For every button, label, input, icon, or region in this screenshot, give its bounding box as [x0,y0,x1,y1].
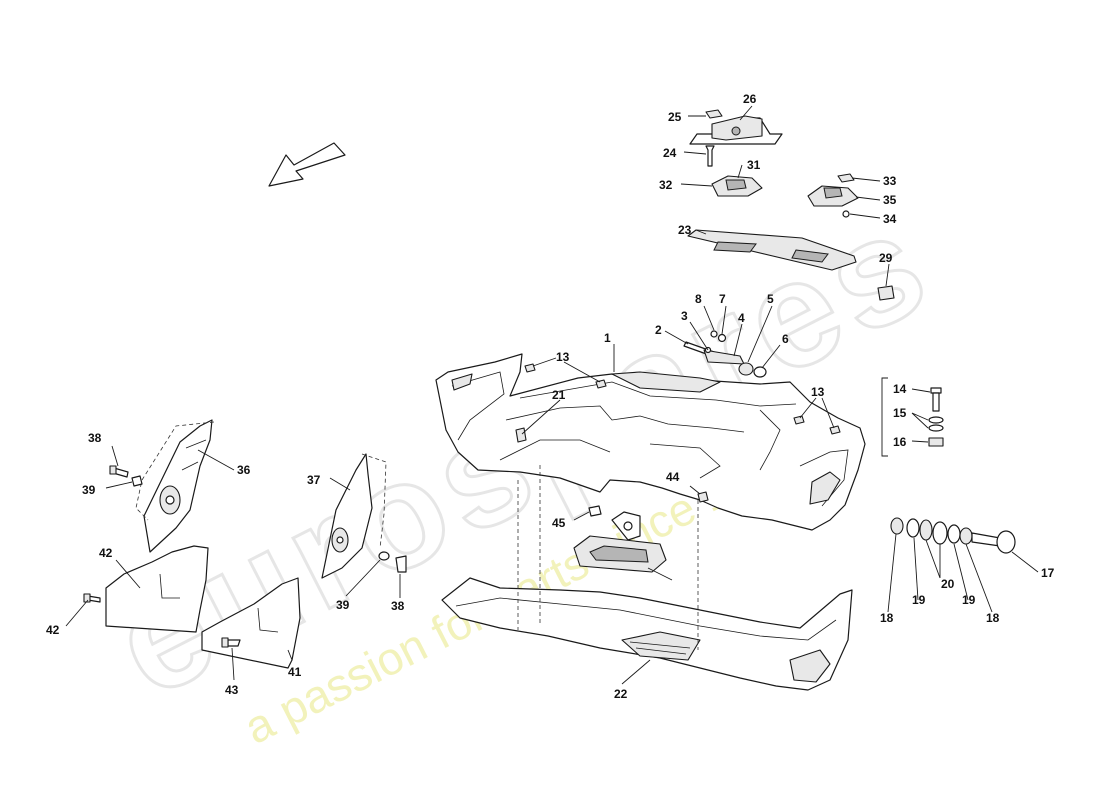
part-39-washer-right[interactable] [378,551,390,561]
callout-42-left: 42 [46,623,60,637]
part-32-mount[interactable] [711,175,763,197]
part-16-nut[interactable] [928,437,944,447]
part-22-diffuser[interactable] [441,577,853,691]
part-13-clip-right-b[interactable] [829,425,841,435]
callout-34: 34 [883,212,897,226]
part-18-bushing-left[interactable] [890,517,904,535]
callout-18-left: 18 [880,611,894,625]
callout-23: 23 [678,223,692,237]
part-21-bracket[interactable] [515,427,527,443]
callout-2: 2 [655,323,662,337]
callout-19-left: 19 [912,593,926,607]
callout-19-right: 19 [962,593,976,607]
callout-41: 42 [99,546,113,560]
part-25-clip[interactable] [705,109,723,119]
part-38-screw-left[interactable] [109,465,129,478]
callout-21: 21 [552,388,566,402]
part-39-washer-left[interactable] [131,475,143,487]
part-1-rear-frame[interactable] [435,353,866,531]
callout-1: 1 [604,331,611,345]
callout-3: 3 [681,309,688,323]
part-13-clip-right-a[interactable] [793,415,805,425]
callout-31: 31 [747,158,761,172]
part-33-clip[interactable] [837,173,855,183]
part-8-screw[interactable] [710,330,718,338]
callout-22: 22 [614,687,628,701]
part-5-grommet[interactable] [738,362,754,376]
callout-13-left: 13 [556,350,570,364]
callout-5: 5 [767,292,774,306]
part-34-screw[interactable] [842,210,850,218]
callout-25: 25 [668,110,682,124]
callout-24: 24 [663,146,677,160]
callout-43: 44 [666,470,680,484]
part-14-bolt[interactable] [930,387,942,412]
part-42-screw-left[interactable] [83,593,101,603]
part-20-spacer-a[interactable] [919,519,933,541]
callout-33: 33 [883,174,897,188]
callout-39-right: 39 [336,598,350,612]
part-29-nut[interactable] [877,285,895,301]
alignment-line-36 [135,421,215,521]
callout-29: 29 [879,251,893,265]
bracket-line-14-16 [881,377,888,457]
part-13-clip-left-b[interactable] [595,379,607,389]
part-6-grommet[interactable] [753,366,767,378]
callout-16: 16 [893,435,907,449]
callout-36: 36 [237,463,251,477]
direction-arrow-icon [268,142,346,187]
callout-18-right: 18 [986,611,1000,625]
callout-labels: 25 26 24 31 32 33 35 34 23 29 8 7 5 3 4 … [46,92,1055,701]
part-35-mount[interactable] [807,185,859,207]
callout-35: 35 [883,193,897,207]
leader-lines [65,105,1039,685]
part-18-bushing-right[interactable] [959,527,973,545]
part-36-side-bracket[interactable] [143,419,213,553]
part-20-spacer-b[interactable] [932,521,948,545]
callout-45: 45 [552,516,566,530]
callout-17: 17 [1041,566,1055,580]
callout-4: 4 [738,311,745,325]
part-42-screw-right[interactable] [221,637,241,648]
callout-14: 14 [893,382,907,396]
part-38-screw-right[interactable] [395,555,407,573]
part-19-washer-left[interactable] [906,518,920,538]
part-43-clip[interactable] [697,491,709,503]
callout-6: 6 [782,332,789,346]
part-45-screw[interactable] [588,505,602,517]
callout-40: 41 [288,665,302,679]
part-19-washer-right[interactable] [947,524,961,544]
alignment-line-37 [361,453,387,549]
callout-8: 8 [695,292,702,306]
callout-38-right: 38 [391,599,405,613]
part-17-bolt[interactable] [971,530,1016,554]
part-24-bolt[interactable] [705,145,715,167]
part-15-washer-a[interactable] [928,416,944,424]
part-13-clip-left-a[interactable] [524,363,536,373]
part-15-washer-b[interactable] [928,424,944,432]
callout-42-right: 43 [225,683,239,697]
part-44-exhaust-tip[interactable] [573,511,667,573]
callout-39-left: 39 [82,483,96,497]
callout-20: 20 [941,577,955,591]
callout-7: 7 [719,292,726,306]
callout-37: 37 [307,473,321,487]
part-26-bracket[interactable] [689,115,783,145]
callout-32: 32 [659,178,673,192]
callout-15: 15 [893,406,907,420]
callout-26: 26 [743,92,757,106]
part-41-flap[interactable] [105,545,209,633]
callout-38-left: 38 [88,431,102,445]
part-37-side-bracket[interactable] [321,453,373,579]
callout-13-right: 13 [811,385,825,399]
part-7-nut[interactable] [717,333,727,343]
